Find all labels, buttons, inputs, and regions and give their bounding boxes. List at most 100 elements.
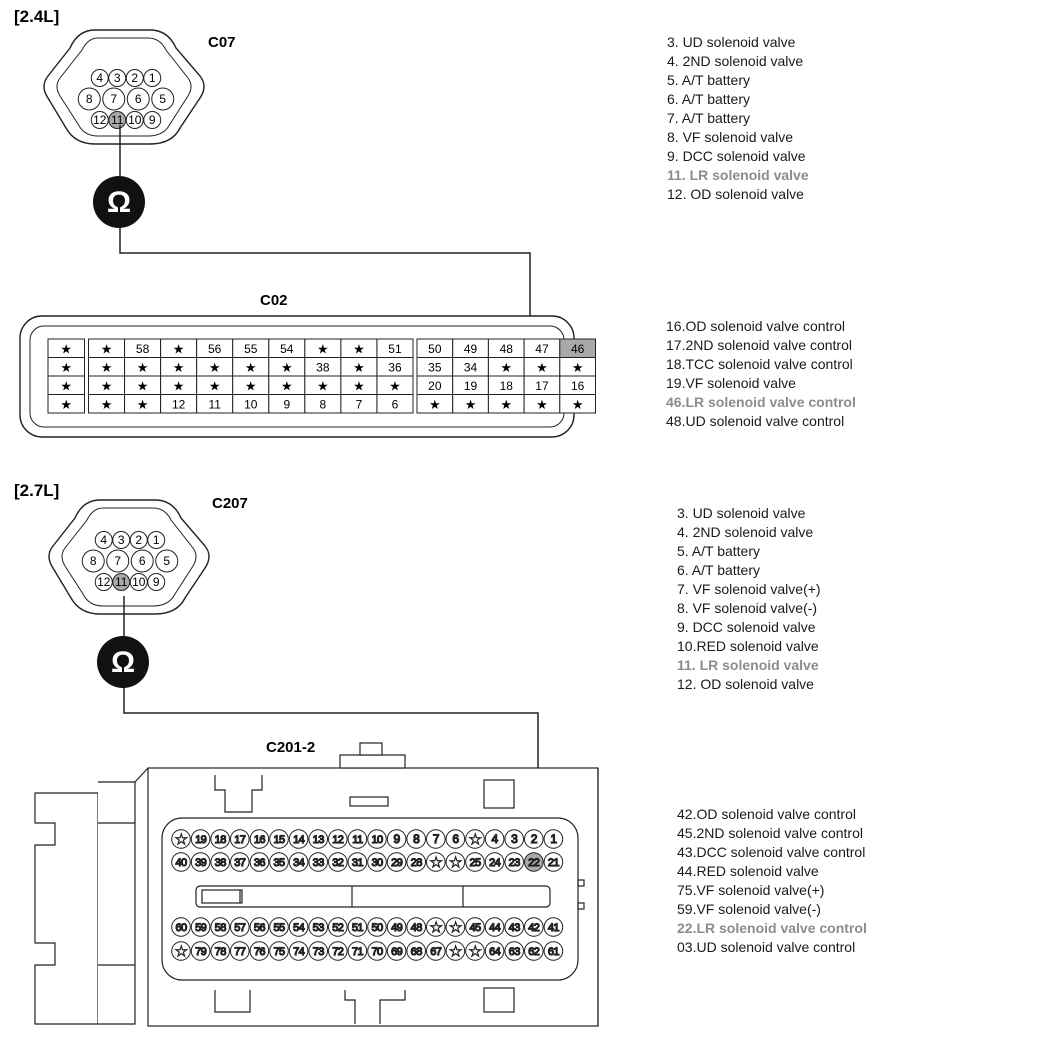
pin-label: 28 [411,857,423,869]
pin-35: 35 [428,360,442,374]
pin-50 [367,917,387,937]
legend-item: 11. LR solenoid valve [667,167,809,183]
pin-empty: ★ [281,360,293,375]
pin-label: 33 [313,857,325,869]
pin-label: 41 [548,922,560,934]
pin-label: 71 [352,946,364,958]
pin-8: 8 [320,397,327,411]
pin-label: 9 [394,832,401,846]
pin-label: 16 [254,834,266,846]
legend-item: 10.RED solenoid valve [677,638,819,654]
pin-label: 44 [489,922,501,934]
pin-56: 56 [208,342,222,356]
pin-13 [308,829,329,849]
pin-label: 70 [371,946,383,958]
pin-empty: ★ [353,378,365,393]
pin-57 [230,917,250,937]
pin-label: ★ [469,831,481,847]
pin-label: 2 [135,533,142,547]
c02-label: C02 [260,292,288,309]
pin-empty: ★ [353,341,365,356]
pin-empty [445,941,466,961]
legend-item: 9. DCC solenoid valve [667,148,806,164]
pin-label: 51 [352,922,364,934]
pin-68 [406,941,427,961]
pin-label: 3 [511,832,518,846]
pin-empty: ★ [209,378,221,393]
pin-46: 46 [571,342,585,356]
c201-label: C201-2 [266,739,315,756]
legend-item: 6. A/T battery [667,91,751,107]
pin-empty: ★ [101,378,113,393]
pin-label: 23 [509,857,521,869]
pin-28 [406,852,427,872]
pin-19 [190,829,211,849]
pin-empty [445,852,466,872]
pin-empty [426,852,446,872]
pin-empty: ★ [572,397,584,412]
pin-label: 24 [489,857,501,869]
pin-label: 7 [433,832,440,846]
legend-item: 17.2ND solenoid valve control [666,337,852,353]
legend-item: 59.VF solenoid valve(-) [677,901,821,917]
legend-item: 5. A/T battery [667,72,751,88]
pin-label: 7 [114,554,121,568]
pin-33 [308,852,329,872]
pin-cell [376,394,414,414]
pin-55 [269,917,289,937]
ohmmeter-icon: Ω [93,176,145,228]
pin-label: 56 [254,922,266,934]
legend-item: 4. 2ND solenoid valve [677,524,814,540]
c07-label: C07 [208,34,236,51]
pin-label: 76 [254,946,266,958]
pin-empty: ★ [317,378,329,393]
pin-label: 18 [215,834,227,846]
pin-label: 57 [234,922,246,934]
pin-label: 8 [413,832,420,846]
pin-9 [386,829,407,849]
pin-label: ★ [449,919,461,935]
pin-label: 31 [352,857,364,869]
legend-item: 03.UD solenoid valve control [677,939,856,955]
pin-29 [386,852,407,872]
pin-label: 68 [411,946,423,958]
pin-32 [328,852,348,872]
pin-6 [130,549,154,573]
pin-label: 35 [273,857,285,869]
pin-empty: ★ [536,360,548,375]
pin-label: 62 [528,946,540,958]
legend-item: 12. OD solenoid valve [677,676,814,692]
legend-item: 11. LR solenoid valve [677,657,819,673]
legend-item: 44.RED solenoid valve [677,863,819,879]
pin-11 [347,829,368,849]
pin-48 [406,917,427,937]
pin-label: 72 [332,946,344,958]
pin-label: 5 [163,554,170,568]
legend-item: 3. UD solenoid valve [667,34,796,50]
pin-75 [269,941,289,961]
pin-empty: ★ [173,360,185,375]
legend-item: 43.DCC solenoid valve control [677,844,866,860]
pin-label: 1 [550,832,557,846]
pin-9 [147,573,166,591]
pin-47: 47 [535,342,549,356]
pin-70 [367,941,387,961]
pin-label: 79 [195,946,207,958]
pin-label: 54 [293,922,305,934]
pin-empty [171,829,191,849]
pin-label: 69 [391,946,403,958]
pin-empty: ★ [60,397,72,412]
pin-label: 36 [254,857,266,869]
pin-6: 6 [392,397,399,411]
pin-74 [288,941,309,961]
pin-43 [504,917,525,937]
pin-label: 9 [149,113,156,127]
pin-label: 12 [332,834,344,846]
pin-16 [249,829,270,849]
pin-empty: ★ [465,397,477,412]
pin-54: 54 [280,342,294,356]
pin-1 [543,829,564,849]
